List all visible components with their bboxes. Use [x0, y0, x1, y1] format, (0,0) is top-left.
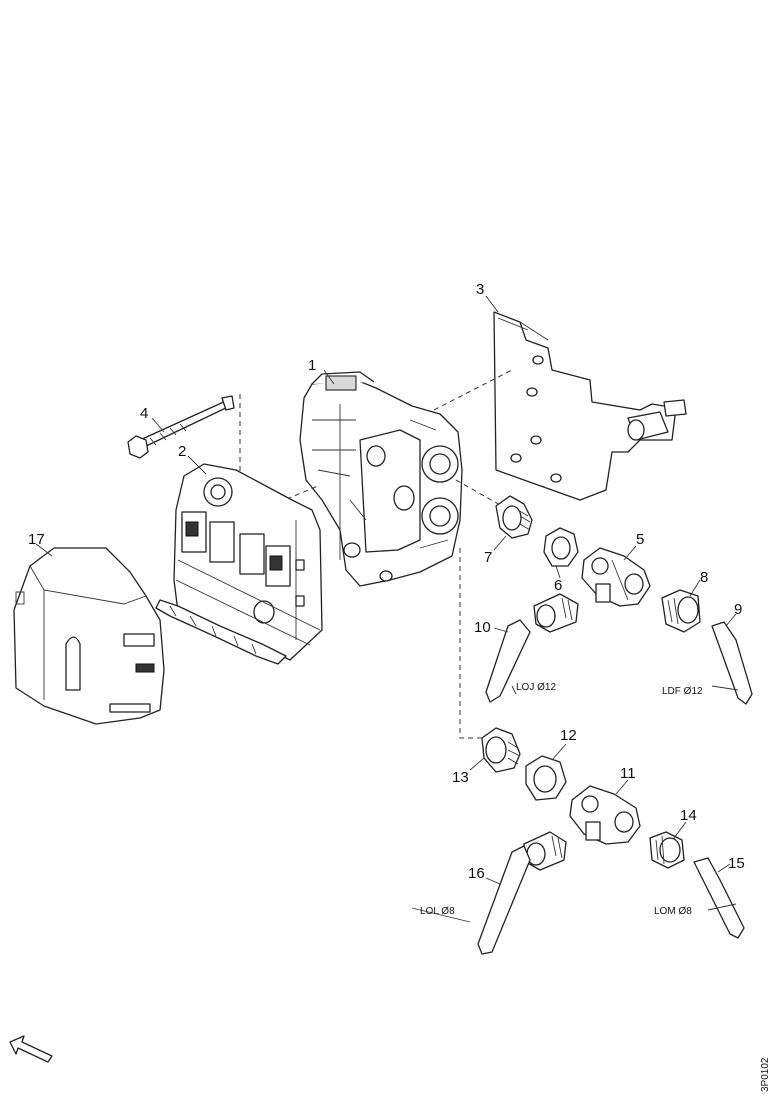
- part-17-cover: [13, 547, 165, 725]
- callout-4: 4: [140, 405, 148, 422]
- assembly-line-1-13: [459, 548, 486, 739]
- part-10-hose-loj: [485, 619, 531, 703]
- part-11-tee-connector: [569, 785, 641, 845]
- callout-9: 9: [734, 601, 742, 618]
- hose-label-lol: LOL Ø8: [420, 906, 455, 917]
- part-13-union: [481, 727, 521, 773]
- assembly-line-1-3: [425, 369, 513, 415]
- part-11-fitting-left: [523, 831, 567, 871]
- part-9-hose-ldf: [711, 621, 753, 705]
- part-12-nut: [525, 755, 567, 801]
- part-6-nut: [543, 527, 579, 567]
- part-16-hose-lol: [477, 845, 531, 955]
- part-2-solenoid-block: [155, 463, 323, 665]
- leader-lines: [35, 295, 739, 923]
- reference-code: 3P0102: [760, 1057, 771, 1092]
- part-8-fitting: [661, 589, 701, 633]
- callout-2: 2: [178, 443, 186, 460]
- part-7-union: [495, 495, 533, 539]
- orientation-arrow-icon: [9, 1035, 53, 1063]
- callout-15: 15: [728, 855, 745, 872]
- assembly-line-1-7: [455, 479, 503, 507]
- callout-17: 17: [28, 531, 45, 548]
- part-1-valve-block: [299, 371, 463, 587]
- callout-11: 11: [620, 765, 636, 782]
- callout-1: 1: [308, 357, 316, 374]
- part-5-fitting-left: [533, 593, 579, 633]
- callout-10: 10: [474, 619, 491, 636]
- callout-6: 6: [554, 577, 562, 594]
- part-14-fitting: [649, 831, 685, 869]
- callout-8: 8: [700, 569, 708, 586]
- hose-labels: LOJ Ø12 LDF Ø12 LOL Ø8 LOM Ø8: [420, 682, 703, 917]
- callout-12: 12: [560, 727, 577, 744]
- callout-13: 13: [452, 769, 469, 786]
- part-5-tee-connector: [581, 547, 651, 607]
- callout-16: 16: [468, 865, 485, 882]
- hose-label-ldf: LDF Ø12: [662, 686, 703, 697]
- part-3-bracket: [493, 311, 687, 501]
- part-4-screw: [127, 395, 235, 459]
- hose-label-loj: LOJ Ø12: [516, 682, 556, 693]
- callout-7: 7: [484, 549, 492, 566]
- callout-14: 14: [680, 807, 697, 824]
- callout-3: 3: [476, 281, 484, 298]
- callout-5: 5: [636, 531, 644, 548]
- callout-numbers: 1 2 3 4 5 6 7 8 9 10 11 12 13 14 15 16 1…: [28, 281, 745, 882]
- hose-label-lom: LOM Ø8: [654, 906, 692, 917]
- part-15-hose-lom: [693, 857, 745, 939]
